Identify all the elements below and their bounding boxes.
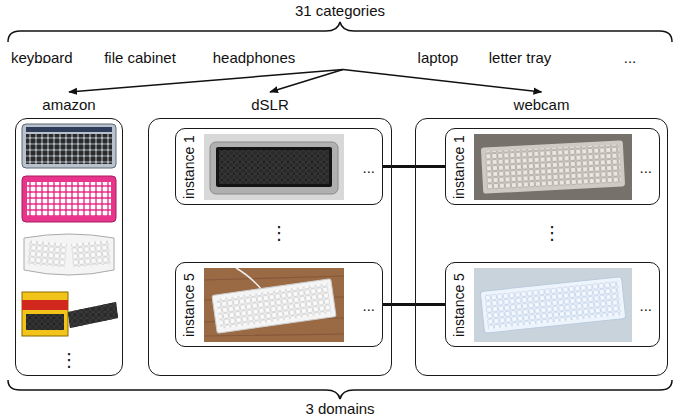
bottom-brace bbox=[8, 380, 672, 399]
keyboard-photo bbox=[481, 140, 625, 193]
domain-box: dSLR⋮instance 1...instance 5... bbox=[148, 92, 392, 376]
keyboard-cable bbox=[236, 268, 262, 290]
instance-label: instance 5 bbox=[181, 273, 198, 337]
domain-name: webcam bbox=[415, 92, 668, 113]
category-name: letter tray bbox=[489, 49, 552, 66]
ellipsis: ... bbox=[639, 296, 652, 313]
instance-box: instance 1... bbox=[175, 128, 383, 205]
category-name: file cabinet bbox=[104, 49, 176, 66]
correspondence-line bbox=[383, 303, 445, 306]
vertical-ellipsis: ⋮ bbox=[60, 350, 78, 370]
domain-name: dSLR bbox=[148, 92, 392, 113]
keyboard-photo bbox=[480, 277, 626, 334]
ellipsis: ... bbox=[34, 49, 47, 66]
ellipsis: ... bbox=[362, 158, 375, 175]
domain-name: amazon bbox=[15, 92, 123, 113]
keyboard-keys bbox=[27, 240, 67, 267]
photo-background bbox=[204, 134, 344, 200]
instance-box: instance 5... bbox=[175, 262, 383, 347]
group-title: 31 categories bbox=[295, 2, 385, 19]
keyboard-photo bbox=[24, 234, 114, 275]
instance-label: instance 1 bbox=[451, 135, 468, 199]
instance-box: instance 5... bbox=[445, 262, 660, 347]
keyboard-keys bbox=[219, 150, 329, 184]
keyboard-keys bbox=[26, 134, 112, 164]
keyboard-keys bbox=[26, 314, 64, 330]
instance-label: instance 1 bbox=[181, 135, 198, 199]
domain-box: amazon ⋮ bbox=[15, 92, 123, 376]
keyboard-keys bbox=[27, 182, 111, 216]
keyboard-strip bbox=[26, 127, 112, 132]
instance-box: instance 1... bbox=[445, 128, 660, 205]
keyboard-keys bbox=[485, 145, 621, 190]
ellipsis: ... bbox=[624, 49, 637, 66]
keyboard-photo bbox=[212, 279, 336, 333]
domain-arrow bbox=[270, 70, 343, 93]
domain-arrow bbox=[343, 70, 542, 93]
vertical-ellipsis: ⋮ bbox=[270, 223, 288, 243]
keyboard-photo bbox=[68, 302, 118, 328]
category-name: headphones bbox=[213, 49, 296, 66]
domain-frame bbox=[15, 118, 123, 376]
keyboard-package bbox=[22, 292, 68, 336]
domain-box: webcam⋮instance 1...instance 5... bbox=[415, 92, 668, 376]
category-name: laptop bbox=[418, 49, 459, 66]
ellipsis: ... bbox=[362, 296, 375, 313]
keyboard-keys bbox=[71, 240, 111, 267]
group-title: 3 domains bbox=[305, 400, 374, 417]
top-brace bbox=[8, 22, 672, 42]
domain-arrow bbox=[69, 70, 343, 93]
keyboard-keys bbox=[68, 302, 118, 328]
ellipsis: ... bbox=[639, 158, 652, 175]
instance-label: instance 5 bbox=[451, 273, 468, 337]
photo-background bbox=[474, 134, 632, 200]
keyboard-photo bbox=[22, 176, 116, 222]
keyboard-keys bbox=[216, 283, 331, 328]
keyboard-photo bbox=[22, 124, 116, 168]
vertical-ellipsis: ⋮ bbox=[543, 223, 561, 243]
photo-background bbox=[474, 268, 632, 342]
keyboard-photo bbox=[26, 314, 64, 330]
keyboard-photo bbox=[216, 147, 332, 187]
keyboard-keys bbox=[485, 281, 622, 329]
correspondence-line bbox=[383, 165, 445, 168]
wood-grain bbox=[204, 276, 344, 336]
package-band bbox=[22, 300, 68, 310]
photo-background bbox=[204, 268, 344, 342]
keyboard-tray bbox=[210, 142, 338, 194]
